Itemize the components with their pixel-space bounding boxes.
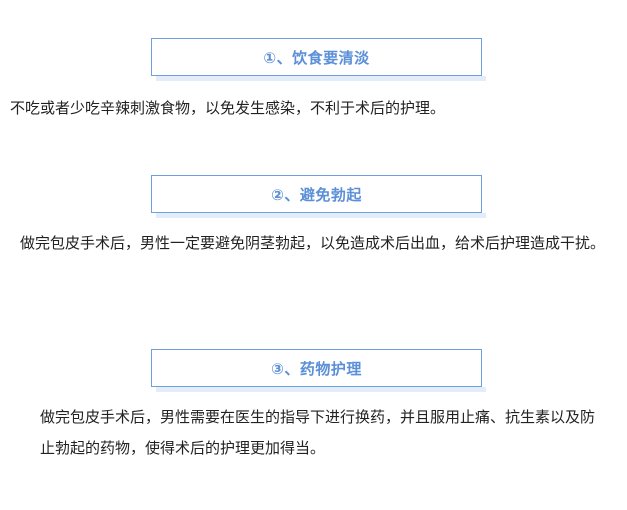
section-title-medication: ③、药物护理 [271,359,362,378]
section-title-diet: ①、饮食要清淡 [263,48,370,67]
section-body-avoid-erection: 做完包皮手术后，男性一定要避免阴茎勃起，以免造成术后出血，给术后护理造成干扰。 [20,234,606,252]
section-body-diet: 不吃或者少吃辛辣刺激食物，以免发生感染，不利于术后的护理。 [10,99,446,117]
section-title-avoid-erection: ②、避免勃起 [271,185,362,204]
section-body-medication: 做完包皮手术后，男性需要在医生的指导下进行换药，并且服用止痛、抗生素以及防止勃起… [40,408,596,457]
section-header-avoid-erection: ②、避免勃起 [151,175,486,218]
section-header-diet: ①、饮食要清淡 [151,38,486,81]
section-header-medication: ③、药物护理 [151,349,486,392]
